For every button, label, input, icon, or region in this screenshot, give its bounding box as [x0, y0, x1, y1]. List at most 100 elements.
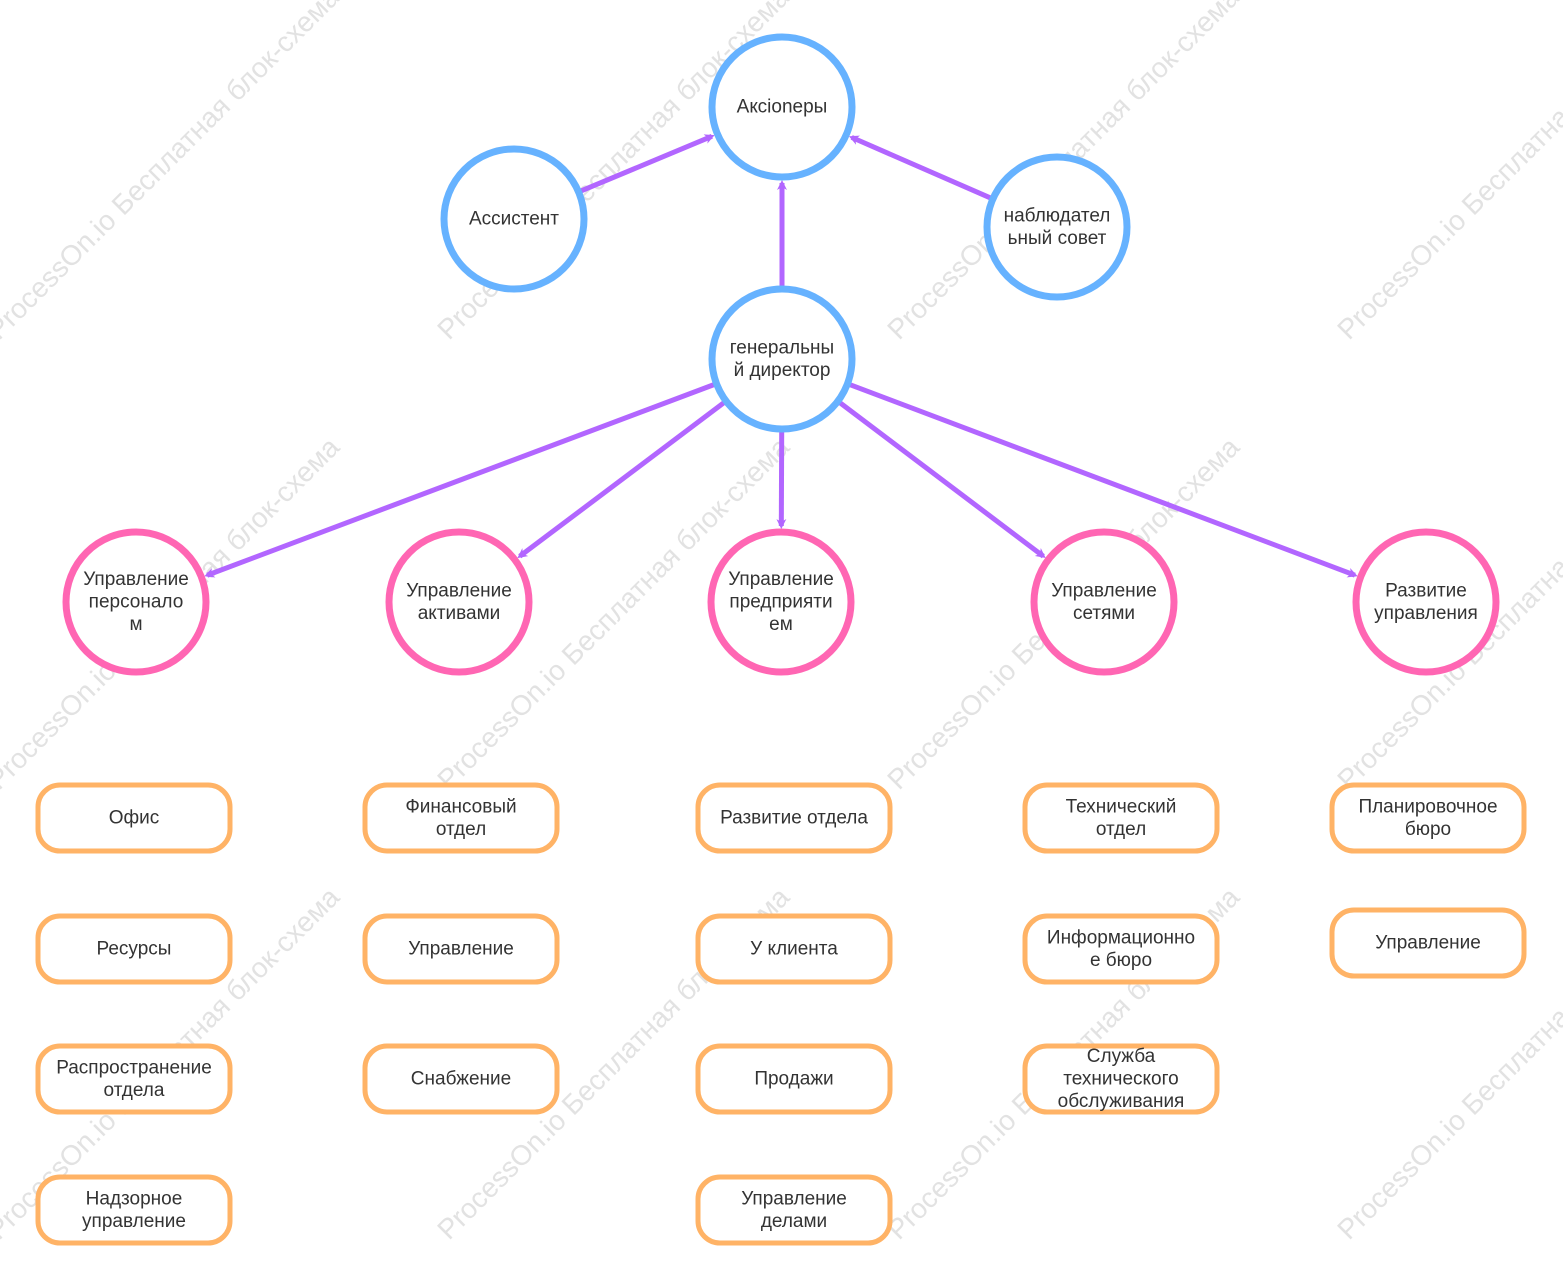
arrow-assistant-to-shareholders: [579, 133, 715, 194]
department-box-label-line: Управление: [741, 1188, 847, 1209]
department-box-c2-r0[interactable]: Развитие отдела: [695, 782, 893, 854]
department-box-frame: [1022, 782, 1220, 854]
department-box-label-line: Ресурсы: [97, 939, 172, 960]
node-assistant[interactable]: Ассистент: [440, 145, 588, 293]
department-box-label-line: Продажи: [754, 1069, 833, 1090]
arrow-ceo-to-networks: [837, 400, 1046, 559]
watermark-text: ProcessOn.io Бесплатная блок-схема: [0, 0, 346, 345]
node-hr-label-line: м: [129, 614, 142, 635]
department-box-layer: ОфисРесурсыРаспространениеотделаНадзорно…: [35, 782, 1527, 1246]
node-hr-label-line: Управление: [83, 569, 189, 590]
node-shareholders-circle: [708, 33, 856, 181]
connector-layer: [204, 133, 1358, 578]
node-assistant-circle: [440, 145, 588, 293]
department-box-frame: [695, 1043, 893, 1115]
department-box-label-line: У клиента: [750, 939, 838, 960]
node-board-label-line: ьный совет: [1008, 228, 1107, 249]
node-shareholders[interactable]: Акcioneры: [708, 33, 856, 181]
department-box-frame: [1022, 1043, 1220, 1115]
department-box-frame: [362, 782, 560, 854]
node-assets-circle: [385, 528, 533, 676]
node-hr-circle: [62, 528, 210, 676]
node-hr-label-line: персонало: [89, 592, 184, 613]
department-box-label-line: Финансовый: [405, 796, 516, 817]
watermark-text: ProcessOn.io Бесплатная блок-схема: [1331, 0, 1563, 345]
department-box-c4-r1[interactable]: Управление: [1329, 907, 1527, 979]
department-box-frame: [35, 1043, 233, 1115]
department-box-label-line: отдел: [1096, 819, 1146, 840]
department-box-label-line: управление: [82, 1211, 186, 1232]
department-box-label-line: е бюро: [1090, 950, 1152, 971]
department-box-c2-r1[interactable]: У клиента: [695, 913, 893, 985]
node-board-label-line: наблюдател: [1004, 205, 1111, 226]
department-box-label-line: Служба: [1087, 1046, 1156, 1067]
department-box-label-line: Офис: [109, 808, 160, 829]
department-box-label-line: обслуживания: [1058, 1091, 1185, 1112]
node-ceo-circle: [708, 285, 856, 433]
node-enterprise-label-line: предприяти: [729, 592, 832, 613]
department-box-frame: [695, 782, 893, 854]
department-box-label-line: Снабжение: [411, 1069, 511, 1090]
node-enterprise-label-line: Управление: [728, 569, 834, 590]
department-box-label-line: бюро: [1405, 819, 1451, 840]
arrow-ceo-to-assets: [517, 400, 726, 559]
node-assets-label-line: активами: [418, 603, 501, 624]
department-box-frame: [35, 913, 233, 985]
department-box-frame: [35, 1174, 233, 1246]
department-box-label-line: отдела: [104, 1080, 165, 1101]
node-ceo-label-line: й директор: [734, 360, 831, 381]
node-enterprise-circle: [707, 528, 855, 676]
node-networks-circle: [1030, 528, 1178, 676]
department-box-label-line: делами: [761, 1211, 827, 1232]
department-box-frame: [362, 913, 560, 985]
department-box-c1-r2[interactable]: Снабжение: [362, 1043, 560, 1115]
department-box-label-line: Информационно: [1047, 927, 1195, 948]
department-box-label-line: Управление: [1375, 933, 1481, 954]
department-box-c2-r2[interactable]: Продажи: [695, 1043, 893, 1115]
arrow-ceo-to-hr: [204, 382, 716, 578]
node-assistant-label-line: Ассистент: [469, 209, 559, 230]
node-shareholders-label-line: Акcioneры: [737, 97, 828, 118]
department-box-label-line: Развитие отдела: [720, 808, 868, 829]
node-development-label-line: Развитие: [1385, 580, 1467, 601]
department-box-frame: [1329, 907, 1527, 979]
department-box-c0-r0[interactable]: Офис: [35, 782, 233, 854]
arrow-board-to-shareholders: [848, 135, 993, 201]
department-box-c1-r1[interactable]: Управление: [362, 913, 560, 985]
department-box-label-line: отдел: [436, 819, 486, 840]
department-box-label-line: Планировочное: [1358, 796, 1497, 817]
department-box-label-line: Распространение: [56, 1057, 212, 1078]
node-enterprise-label-line: ем: [769, 614, 793, 635]
department-box-frame: [695, 1174, 893, 1246]
department-box-c0-r1[interactable]: Ресурсы: [35, 913, 233, 985]
department-box-frame: [1022, 913, 1220, 985]
department-box-label-line: Технический: [1066, 796, 1177, 817]
department-box-label-line: Управление: [408, 939, 514, 960]
node-networks-label-line: Управление: [1051, 580, 1157, 601]
node-assets-label-line: Управление: [406, 580, 512, 601]
department-box-frame: [695, 913, 893, 985]
department-box-frame: [35, 782, 233, 854]
department-box-label-line: технического: [1063, 1069, 1178, 1090]
arrow-ceo-to-development: [848, 382, 1358, 578]
node-development-circle: [1352, 528, 1500, 676]
department-box-frame: [362, 1043, 560, 1115]
node-networks-label-line: сетями: [1073, 603, 1135, 624]
node-ceo-label-line: генеральны: [730, 337, 834, 358]
